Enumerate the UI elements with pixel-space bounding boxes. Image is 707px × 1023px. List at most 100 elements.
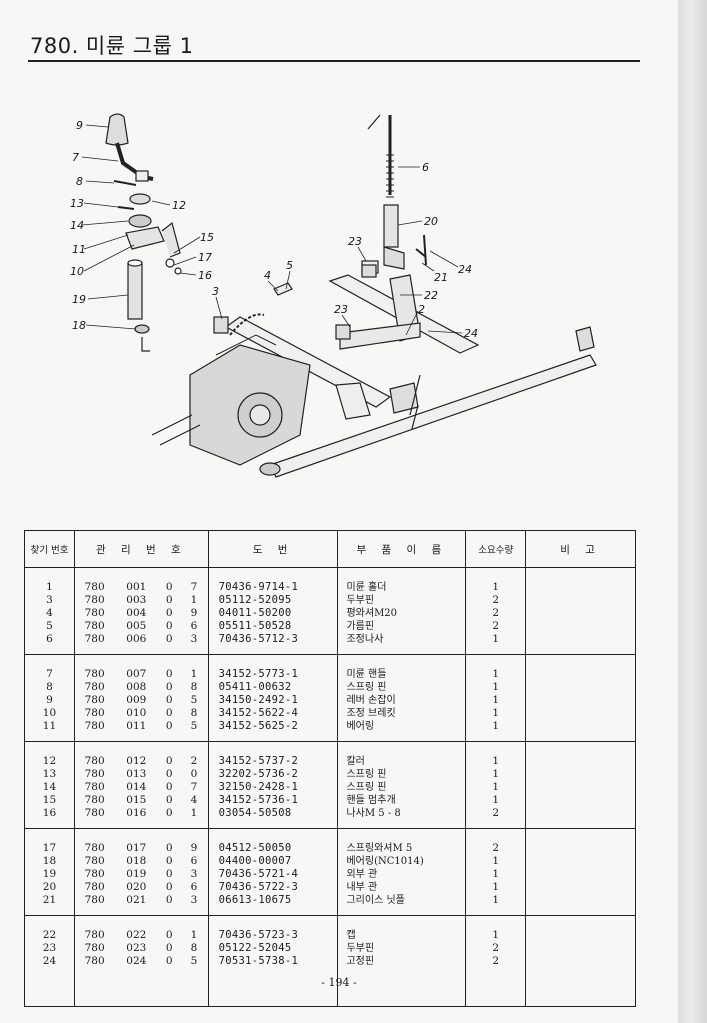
item-code: 009 — [126, 694, 147, 706]
group-code: 780 — [84, 668, 105, 680]
drawing-number: 34152-5773-1 — [208, 668, 339, 681]
spacer-cell — [465, 915, 527, 929]
drawing-number: 05122-52045 — [208, 942, 339, 955]
revision-code: 0 — [165, 781, 173, 793]
quantity: 1 — [465, 633, 527, 646]
group-code: 780 — [84, 842, 105, 854]
remarks-cell — [525, 755, 636, 768]
item-code: 015 — [126, 794, 147, 806]
group-code: 780 — [84, 755, 105, 767]
callout-number: 7 — [72, 151, 79, 164]
spacer-cell — [525, 828, 636, 842]
spacer-cell — [525, 820, 636, 829]
callout-number: 6 — [422, 161, 429, 174]
spacer-cell — [74, 742, 114, 756]
spacer-cell — [24, 828, 75, 842]
check-digit: 2 — [180, 755, 209, 768]
callout-number: 24 — [464, 327, 478, 340]
spacer-cell — [337, 646, 467, 655]
group-code: 780 — [84, 881, 105, 893]
part-name: 스프링 핀 — [337, 681, 467, 694]
callout-number: 13 — [70, 197, 84, 210]
spacer-cell — [24, 968, 75, 1007]
spacer-cell — [208, 907, 339, 916]
item-code: 011 — [126, 720, 147, 732]
item-code: 023 — [126, 942, 147, 954]
header-part-name: 부 품 이 름 — [337, 530, 467, 568]
revision-code: 0 — [165, 694, 173, 706]
drawing-number: 03054-50508 — [208, 807, 339, 820]
check-digit: 8 — [180, 681, 209, 694]
find-number: 15 — [24, 794, 75, 807]
spacer-cell — [525, 968, 636, 1007]
item-code: 006 — [126, 633, 147, 645]
group-code: 780 — [84, 955, 105, 967]
spacer-cell — [158, 829, 180, 843]
revision-code: 0 — [165, 807, 173, 819]
spacer-cell — [74, 829, 114, 843]
spacer-cell — [525, 741, 636, 755]
find-number: 17 — [24, 842, 75, 855]
part-name: 내부 관 — [337, 881, 467, 894]
part-name: 스프링 핀 — [337, 768, 467, 781]
revision-code: 0 — [165, 881, 173, 893]
spacer-cell — [208, 646, 339, 655]
check-digit: 1 — [180, 594, 209, 607]
group-code: 780 — [84, 620, 105, 632]
part-name: 스프링와셔M 5 — [337, 842, 467, 855]
remarks-cell — [525, 855, 636, 868]
callout-number: 4 — [264, 269, 271, 282]
header-quantity: 소요수량 — [465, 530, 527, 568]
quantity: 1 — [465, 894, 527, 907]
revision-code: 0 — [165, 633, 173, 645]
spacer-cell — [74, 733, 115, 742]
group-separator — [24, 820, 636, 829]
remarks-cell — [525, 668, 636, 681]
find-number: 13 — [24, 768, 75, 781]
group-separator — [24, 567, 636, 582]
part-name: 레버 손잡이 — [337, 694, 467, 707]
group-code: 780 — [84, 768, 105, 780]
part-name: 고정핀 — [337, 955, 467, 968]
spacer-cell — [158, 568, 180, 582]
drawing-number: 34152-5736-1 — [208, 794, 339, 807]
quantity: 1 — [465, 881, 527, 894]
check-digit: 5 — [180, 694, 209, 707]
spacer-cell — [208, 567, 339, 581]
spacer-cell — [114, 820, 159, 829]
group-code: 780 — [84, 807, 105, 819]
spacer-cell — [74, 916, 114, 930]
group-code: 780 — [84, 694, 105, 706]
item-code: 003 — [126, 594, 147, 606]
group-separator — [24, 828, 636, 843]
spacer-cell — [465, 828, 527, 842]
spacer-cell — [180, 820, 209, 829]
part-name: 두부핀 — [337, 594, 467, 607]
check-digit: 5 — [180, 720, 209, 733]
header-find-number: 찾기 번호 — [24, 530, 75, 568]
remarks-cell — [525, 794, 636, 807]
check-digit: 6 — [180, 881, 209, 894]
spacer-cell — [525, 646, 636, 655]
group-code: 780 — [84, 929, 105, 941]
check-digit: 7 — [180, 581, 209, 594]
spacer-cell — [465, 654, 527, 668]
spacer-cell — [525, 915, 636, 929]
group-code: 780 — [84, 581, 105, 593]
find-number: 21 — [24, 894, 75, 907]
spacer-cell — [74, 568, 114, 582]
drawing-number: 04512-50050 — [208, 842, 339, 855]
revision-code: 0 — [165, 855, 173, 867]
page-edge — [678, 0, 707, 1023]
item-code: 010 — [126, 707, 147, 719]
spacer-cell — [114, 907, 159, 916]
check-digit: 3 — [180, 868, 209, 881]
spacer-cell — [208, 741, 339, 755]
